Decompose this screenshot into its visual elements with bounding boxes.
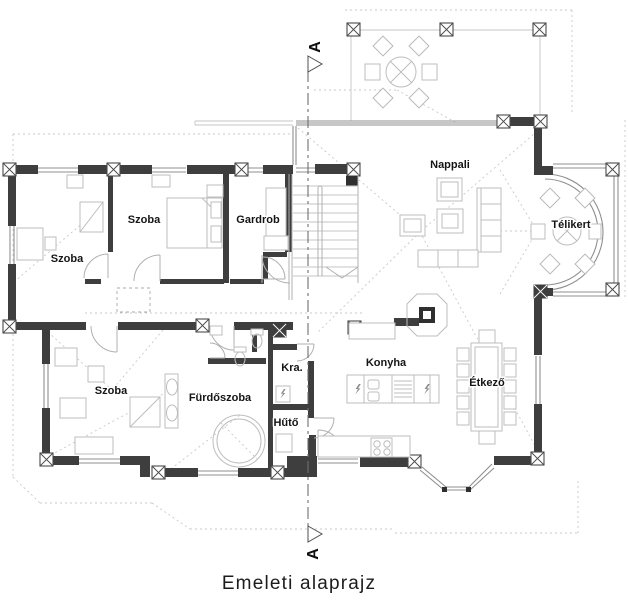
room-label-kamra: Kra.	[281, 362, 302, 374]
room-label-huto: Hűtő	[273, 417, 298, 429]
furniture	[16, 174, 602, 468]
section-letter-bottom: A	[305, 548, 322, 560]
kitchen-furniture	[317, 322, 440, 458]
telikert-table-set	[530, 187, 602, 275]
section-letter-top: A	[307, 41, 324, 53]
room-label-szoba-left: Szoba	[51, 253, 84, 265]
terrace-table	[364, 35, 438, 109]
wall-pillars	[2, 22, 620, 492]
room-label-furdoszoba: Fürdőszoba	[189, 392, 252, 404]
section-arrow-top	[307, 55, 324, 73]
stair-direction-arrow	[325, 266, 359, 279]
terrace	[194, 29, 541, 126]
bedroom-lower-furniture	[54, 347, 161, 455]
bedroom-mid-furniture	[151, 174, 224, 249]
gardrob-shelves	[263, 187, 289, 251]
staircase	[288, 174, 359, 300]
bedroom-left-furniture	[16, 174, 104, 261]
windows	[9, 120, 619, 491]
dining-table-set	[456, 329, 517, 445]
room-label-szoba-lower: Szoba	[95, 385, 128, 397]
fireplace	[406, 293, 448, 337]
pantry-fixtures	[275, 385, 293, 453]
room-label-konyha: Konyha	[366, 357, 407, 369]
room-label-szoba-mid: Szoba	[128, 214, 161, 226]
section-arrow-bottom	[307, 525, 324, 543]
door-swings	[83, 253, 344, 456]
drawing-title: Emeleti alaprajz	[222, 573, 376, 594]
room-labels: Szoba Szoba Gardrob Nappali Télikert Szo…	[49, 158, 592, 431]
bay-window	[419, 463, 495, 491]
bathroom-fixtures	[164, 325, 266, 468]
room-label-telikert: Télikert	[551, 219, 590, 231]
room-label-etkezo: Étkező	[469, 376, 505, 389]
room-label-gardrob: Gardrob	[236, 214, 280, 226]
room-label-nappali: Nappali	[430, 159, 470, 171]
hall-closet-dashed	[116, 287, 151, 313]
living-room-furniture	[399, 177, 502, 268]
section-line: A A	[305, 41, 324, 560]
